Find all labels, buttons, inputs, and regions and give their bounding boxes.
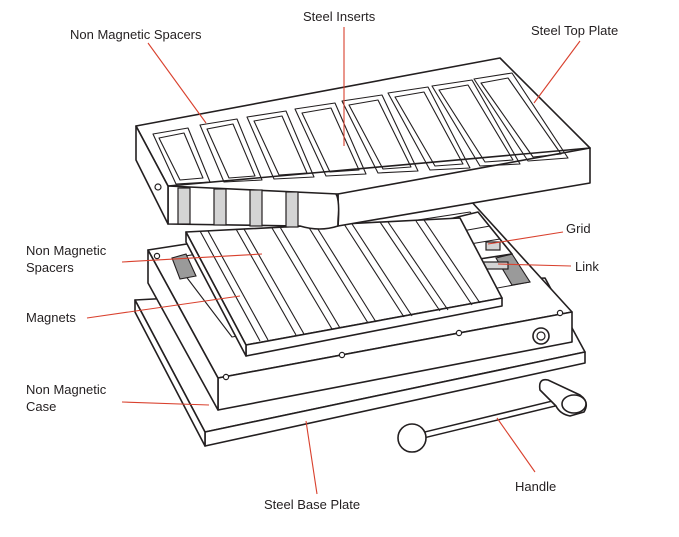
labels: Non Magnetic Spacers Steel Inserts Steel… bbox=[26, 9, 618, 512]
steel-top-plate bbox=[135, 57, 591, 230]
label-steel-top-plate: Steel Top Plate bbox=[531, 23, 618, 38]
label-magnets: Magnets bbox=[26, 310, 76, 325]
label-steel-base-plate: Steel Base Plate bbox=[264, 497, 360, 512]
label-non-magnetic-spacers-top: Non Magnetic Spacers bbox=[70, 27, 202, 42]
label-non-magnetic-case-line1: Non Magnetic bbox=[26, 382, 107, 397]
case-knob bbox=[532, 327, 550, 345]
label-non-magnetic-spacers-mid-line1: Non Magnetic bbox=[26, 243, 107, 258]
label-non-magnetic-case-line2: Case bbox=[26, 399, 56, 414]
label-link: Link bbox=[575, 259, 599, 274]
steel-inserts bbox=[152, 72, 569, 185]
leader-lines bbox=[86, 27, 581, 495]
label-handle: Handle bbox=[515, 479, 556, 494]
handle bbox=[397, 378, 588, 453]
label-steel-inserts: Steel Inserts bbox=[303, 9, 376, 24]
magnet-spacer-strips bbox=[199, 219, 481, 342]
label-non-magnetic-spacers-mid-line2: Spacers bbox=[26, 260, 74, 275]
magnet-assembly bbox=[185, 217, 503, 357]
top-plate-spacer-strips bbox=[177, 187, 299, 228]
label-grid: Grid bbox=[566, 221, 591, 236]
